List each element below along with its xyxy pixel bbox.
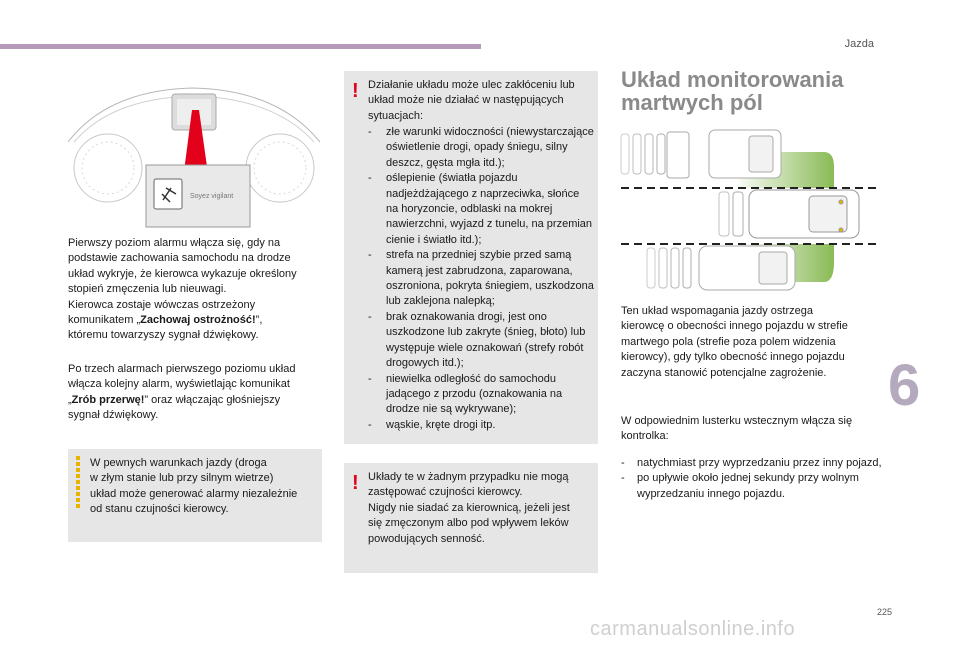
- list-item: niewielka odległość do samochodu jadąceg…: [368, 372, 594, 418]
- page-number: 225: [876, 607, 892, 617]
- message-break: Zrób przerwę!: [71, 393, 145, 406]
- text-line: kontrolka:: [621, 430, 669, 443]
- text-line: W pewnych warunkach jazdy (droga: [90, 457, 267, 469]
- text-line: zastępować czujności kierowcy.: [368, 486, 523, 499]
- list-item: po upływie około jednej sekundy przy wol…: [621, 471, 883, 502]
- chapter-number: 6: [888, 353, 921, 418]
- text-line: Nigdy nie siadać za kierownicą, jeżeli j…: [368, 501, 570, 514]
- text-segment: ” oraz włączając głośniejszy: [144, 393, 281, 406]
- list-item: natychmiast przy wyprzedzaniu przez inny…: [621, 456, 883, 472]
- blind-spot-illustration: [619, 122, 885, 292]
- list-item: złe warunki widoczności (niewystarczając…: [368, 125, 594, 171]
- cluster-illustration: Soyez vigilant: [67, 70, 321, 230]
- watermark: carmanualsonline.info: [590, 618, 796, 640]
- paragraph-system-description: Ten układ wspomagania jazdy ostrzega kie…: [621, 304, 883, 381]
- text-line: się zmęczonym albo pod wpływem leków: [368, 517, 569, 530]
- section-title: Jazda: [844, 38, 874, 50]
- text-line: od stanu czujności kierowcy.: [90, 503, 229, 516]
- warning-text: Układy te w żadnym przypadku nie mogą za…: [368, 470, 594, 547]
- paragraph-first-alarm: Pierwszy poziom alarmu włącza się, gdy n…: [68, 236, 328, 344]
- warning-box-conditions: ! Działanie układu może ulec zakłóceniu …: [344, 71, 598, 444]
- list-item: wąskie, kręte drogi itp.: [368, 418, 594, 434]
- text-segment: „: [68, 393, 72, 406]
- list-item: oślepienie (światła pojazdu nadjeżdżając…: [368, 171, 594, 248]
- page-title: Układ monitorowania martwych pól: [621, 68, 901, 114]
- paragraph-mirror-indicator: W odpowiednim lusterku wstecznym włącza …: [621, 414, 883, 445]
- text-line: włącza kolejny alarm, wyświetlając komun…: [68, 378, 290, 391]
- title-line: Układ monitorowania: [621, 67, 844, 92]
- text-line: Pierwszy poziom alarmu włącza się, gdy n…: [68, 237, 281, 249]
- warning-intro: Działanie układu może ulec zakłóceniu lu…: [368, 79, 575, 122]
- text-line: Kierowca zostaje wówczas ostrzeżony: [68, 298, 256, 311]
- text-line: Po trzech alarmach pierwszego poziomu uk…: [68, 363, 296, 375]
- text-line: stopień zmęczenia lub nieuwagi.: [68, 283, 227, 296]
- header-accent-bar: [0, 44, 481, 49]
- warning-box-vigilance: ! Układy te w żadnym przypadku nie mogą …: [344, 463, 598, 573]
- text-line: kierowcę o obecności innego pojazdu w st…: [621, 320, 848, 333]
- text-line: W odpowiednim lusterku wstecznym włącza …: [621, 415, 853, 427]
- text-line: kierowcy), gdy tylko obecność innego poj…: [621, 351, 845, 364]
- list-item: strefa na przedniej szybie przed samą ka…: [368, 248, 594, 310]
- text-line: sygnał dźwiękowy.: [68, 409, 159, 422]
- text-line: martwego pola (strefie poza polem widzen…: [621, 335, 836, 348]
- text-segment: ”,: [255, 314, 263, 327]
- text-line: podstawie zachowania samochodu na drodze: [68, 252, 291, 265]
- warning-exclamation-icon: !: [352, 472, 359, 494]
- text-line: Układy te w żadnym przypadku nie mogą: [368, 471, 569, 483]
- text-line: układ może generować alarmy niezależnie: [90, 487, 298, 500]
- text-line: zaczyna stanowić potencjalne zagrożenie.: [621, 366, 827, 379]
- list-item: brak oznakowania drogi, jest ono uszkodz…: [368, 310, 594, 372]
- info-box: W pewnych warunkach jazdy (droga w złym …: [68, 449, 322, 542]
- indicator-conditions-list: natychmiast przy wyprzedzaniu przez inny…: [621, 456, 883, 502]
- conditions-list: złe warunki widoczności (niewystarczając…: [368, 125, 594, 434]
- text-segment: komunikatem „: [68, 314, 141, 327]
- info-text: W pewnych warunkach jazdy (droga w złym …: [90, 456, 314, 518]
- text-line: któremu towarzyszy sygnał dźwiękowy.: [68, 329, 259, 342]
- text-line: powodujących senność.: [368, 532, 485, 545]
- message-caution: Zachowaj ostrożność!: [140, 314, 256, 327]
- info-marker-icon: [76, 456, 80, 510]
- title-line: martwych pól: [621, 90, 763, 115]
- paragraph-second-alarm: Po trzech alarmach pierwszego poziomu uk…: [68, 362, 328, 424]
- text-line: Ten układ wspomagania jazdy ostrzega: [621, 305, 814, 317]
- text-line: w złym stanie lub przy silnym wietrze): [90, 472, 274, 485]
- cluster-message: Soyez vigilant: [190, 193, 233, 200]
- warning-exclamation-icon: !: [352, 80, 359, 102]
- text-line: układ wykryje, że kierowca wykazuje okre…: [68, 267, 297, 280]
